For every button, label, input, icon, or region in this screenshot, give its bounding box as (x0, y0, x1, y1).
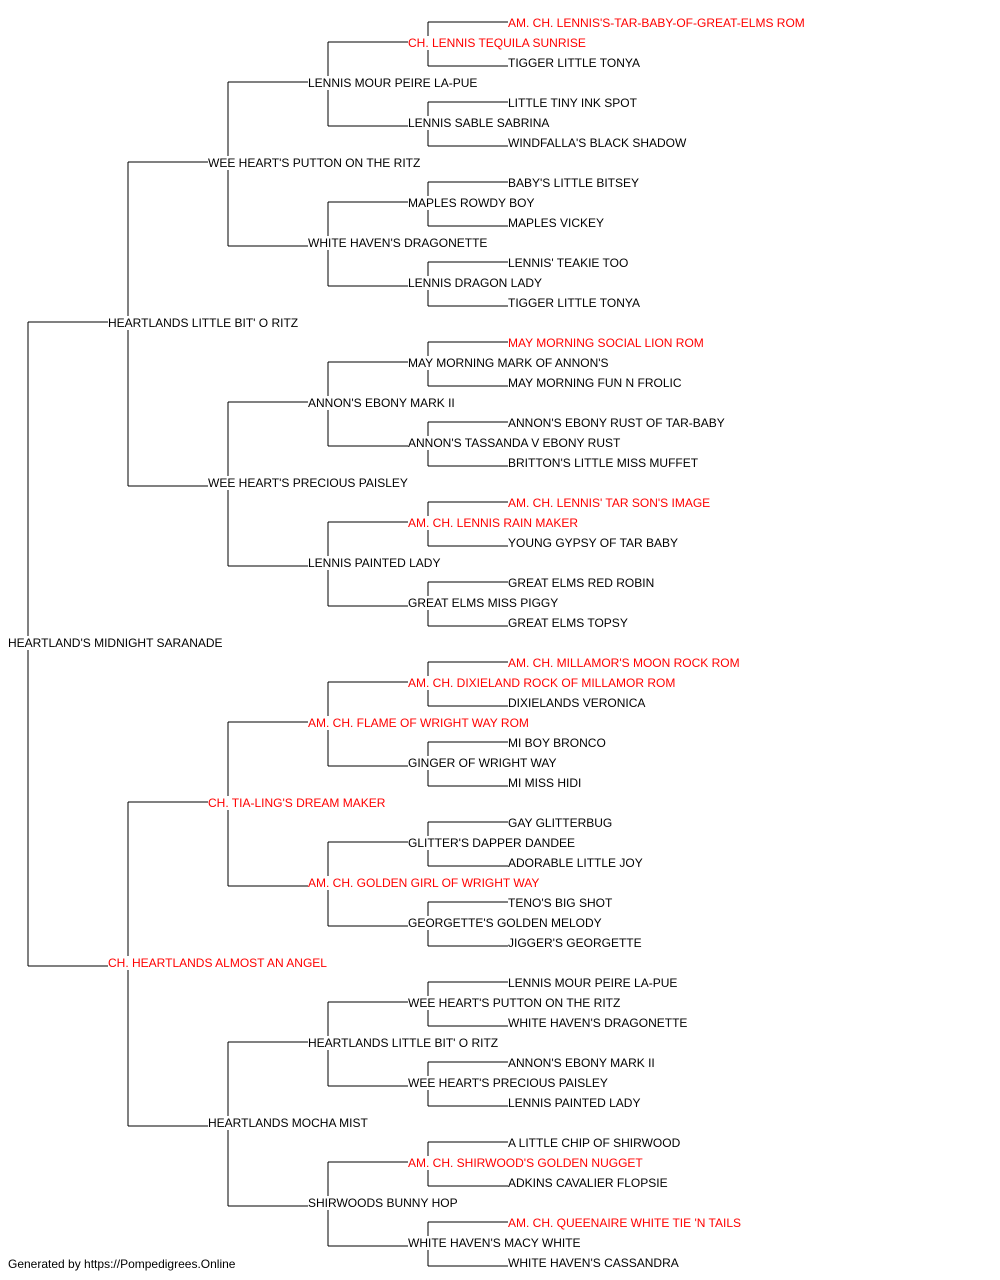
ancestor-name-gen5: LENNIS MOUR PEIRE LA-PUE (508, 976, 678, 990)
ancestor-name-gen4: GREAT ELMS MISS PIGGY (408, 596, 559, 610)
ancestor-name-gen3: WHITE HAVEN'S DRAGONETTE (308, 236, 488, 250)
ancestor-name-gen4: AM. CH. LENNIS RAIN MAKER (408, 516, 579, 530)
ancestor-name-gen1: CH. HEARTLANDS ALMOST AN ANGEL (108, 956, 327, 970)
ancestor-name-gen4: MAPLES ROWDY BOY (408, 196, 535, 210)
ancestor-name-gen5: ANNON'S EBONY MARK II (508, 1056, 655, 1070)
ancestor-name-gen4: ANNON'S TASSANDA V EBONY RUST (408, 436, 621, 450)
ancestor-name-gen4: LENNIS DRAGON LADY (408, 276, 543, 290)
ancestor-name-gen5: TIGGER LITTLE TONYA (508, 296, 641, 310)
ancestor-name-gen5: A LITTLE CHIP OF SHIRWOOD (508, 1136, 681, 1150)
ancestor-name-gen5: ADORABLE LITTLE JOY (508, 856, 643, 870)
ancestor-name-gen3: SHIRWOODS BUNNY HOP (308, 1196, 458, 1210)
ancestor-name-gen4: WEE HEART'S PUTTON ON THE RITZ (408, 996, 621, 1010)
ancestor-name-gen2: WEE HEART'S PUTTON ON THE RITZ (208, 156, 421, 170)
ancestor-name-gen5: AM. CH. LENNIS'S-TAR-BABY-OF-GREAT-ELMS … (508, 16, 805, 30)
ancestor-name-gen5: MAY MORNING SOCIAL LION ROM (508, 336, 704, 350)
ancestor-name-gen4: AM. CH. SHIRWOOD'S GOLDEN NUGGET (408, 1156, 643, 1170)
ancestor-name-gen2: HEARTLANDS MOCHA MIST (208, 1116, 368, 1130)
ancestor-name-gen4: GEORGETTE'S GOLDEN MELODY (408, 916, 602, 930)
ancestor-name-gen3: LENNIS PAINTED LADY (308, 556, 441, 570)
subject-name: HEARTLAND'S MIDNIGHT SARANADE (8, 636, 223, 650)
ancestor-name-gen5: MI MISS HIDI (508, 776, 582, 790)
ancestor-name-gen2: WEE HEART'S PRECIOUS PAISLEY (208, 476, 408, 490)
ancestor-name-gen4: MAY MORNING MARK OF ANNON'S (408, 356, 609, 370)
ancestor-name-gen5: MAY MORNING FUN N FROLIC (508, 376, 682, 390)
ancestor-name-gen5: AM. CH. QUEENAIRE WHITE TIE 'N TAILS (508, 1216, 741, 1230)
ancestor-name-gen5: LENNIS PAINTED LADY (508, 1096, 641, 1110)
ancestor-name-gen3: ANNON'S EBONY MARK II (308, 396, 455, 410)
ancestor-name-gen4: LENNIS SABLE SABRINA (408, 116, 550, 130)
ancestor-name-gen1: HEARTLANDS LITTLE BIT' O RITZ (108, 316, 299, 330)
footer-credit: Generated by https://Pompedigrees.Online (8, 1257, 236, 1271)
ancestor-name-gen5: MI BOY BRONCO (508, 736, 606, 750)
ancestor-name-gen5: ANNON'S EBONY RUST OF TAR-BABY (508, 416, 725, 430)
ancestor-name-gen5: WHITE HAVEN'S DRAGONETTE (508, 1016, 688, 1030)
ancestor-name-gen4: WEE HEART'S PRECIOUS PAISLEY (408, 1076, 608, 1090)
ancestor-name-gen4: CH. LENNIS TEQUILA SUNRISE (408, 36, 586, 50)
ancestor-name-gen5: WHITE HAVEN'S CASSANDRA (508, 1256, 679, 1270)
ancestor-name-gen5: JIGGER'S GEORGETTE (508, 936, 642, 950)
ancestor-name-gen5: DIXIELANDS VERONICA (508, 696, 646, 710)
ancestor-name-gen5: GREAT ELMS RED ROBIN (508, 576, 655, 590)
ancestor-name-gen3: HEARTLANDS LITTLE BIT' O RITZ (308, 1036, 499, 1050)
ancestor-name-gen2: CH. TIA-LING'S DREAM MAKER (208, 796, 386, 810)
ancestor-name-gen5: LITTLE TINY INK SPOT (508, 96, 637, 110)
ancestor-name-gen5: TENO'S BIG SHOT (508, 896, 613, 910)
ancestor-name-gen5: GREAT ELMS TOPSY (508, 616, 628, 630)
ancestor-name-gen3: AM. CH. GOLDEN GIRL OF WRIGHT WAY (308, 876, 540, 890)
ancestor-name-gen4: AM. CH. DIXIELAND ROCK OF MILLAMOR ROM (408, 676, 676, 690)
ancestor-name-gen4: GINGER OF WRIGHT WAY (408, 756, 557, 770)
ancestor-name-gen5: WINDFALLA'S BLACK SHADOW (508, 136, 687, 150)
ancestor-name-gen5: AM. CH. MILLAMOR'S MOON ROCK ROM (508, 656, 740, 670)
ancestor-name-gen5: LENNIS' TEAKIE TOO (508, 256, 629, 270)
ancestor-name-gen5: TIGGER LITTLE TONYA (508, 56, 641, 70)
ancestor-name-gen5: YOUNG GYPSY OF TAR BABY (508, 536, 679, 550)
ancestor-name-gen5: BABY'S LITTLE BITSEY (508, 176, 640, 190)
ancestor-name-gen5: BRITTON'S LITTLE MISS MUFFET (508, 456, 699, 470)
ancestor-name-gen5: ADKINS CAVALIER FLOPSIE (508, 1176, 668, 1190)
ancestor-name-gen5: GAY GLITTERBUG (508, 816, 613, 830)
ancestor-name-gen4: WHITE HAVEN'S MACY WHITE (408, 1236, 581, 1250)
ancestor-name-gen4: GLITTER'S DAPPER DANDEE (408, 836, 575, 850)
ancestor-name-gen3: LENNIS MOUR PEIRE LA-PUE (308, 76, 478, 90)
ancestor-name-gen5: AM. CH. LENNIS' TAR SON'S IMAGE (508, 496, 711, 510)
ancestor-name-gen3: AM. CH. FLAME OF WRIGHT WAY ROM (308, 716, 529, 730)
ancestor-name-gen5: MAPLES VICKEY (508, 216, 605, 230)
